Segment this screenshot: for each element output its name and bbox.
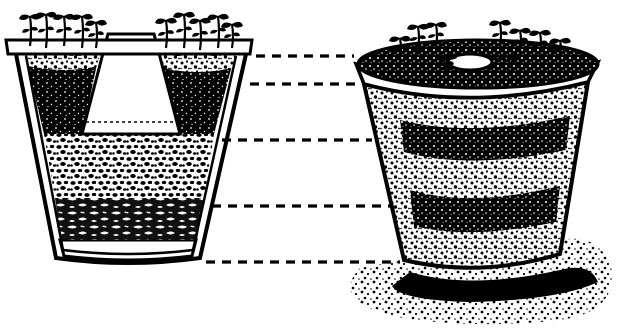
pot-exterior (350, 20, 612, 324)
pot-cross-section (6, 12, 252, 263)
drainage-shards (55, 198, 204, 240)
pot-body (364, 82, 588, 268)
water-reservoir (60, 240, 196, 260)
pot-rim (6, 40, 252, 54)
gravel-layer (44, 134, 214, 198)
